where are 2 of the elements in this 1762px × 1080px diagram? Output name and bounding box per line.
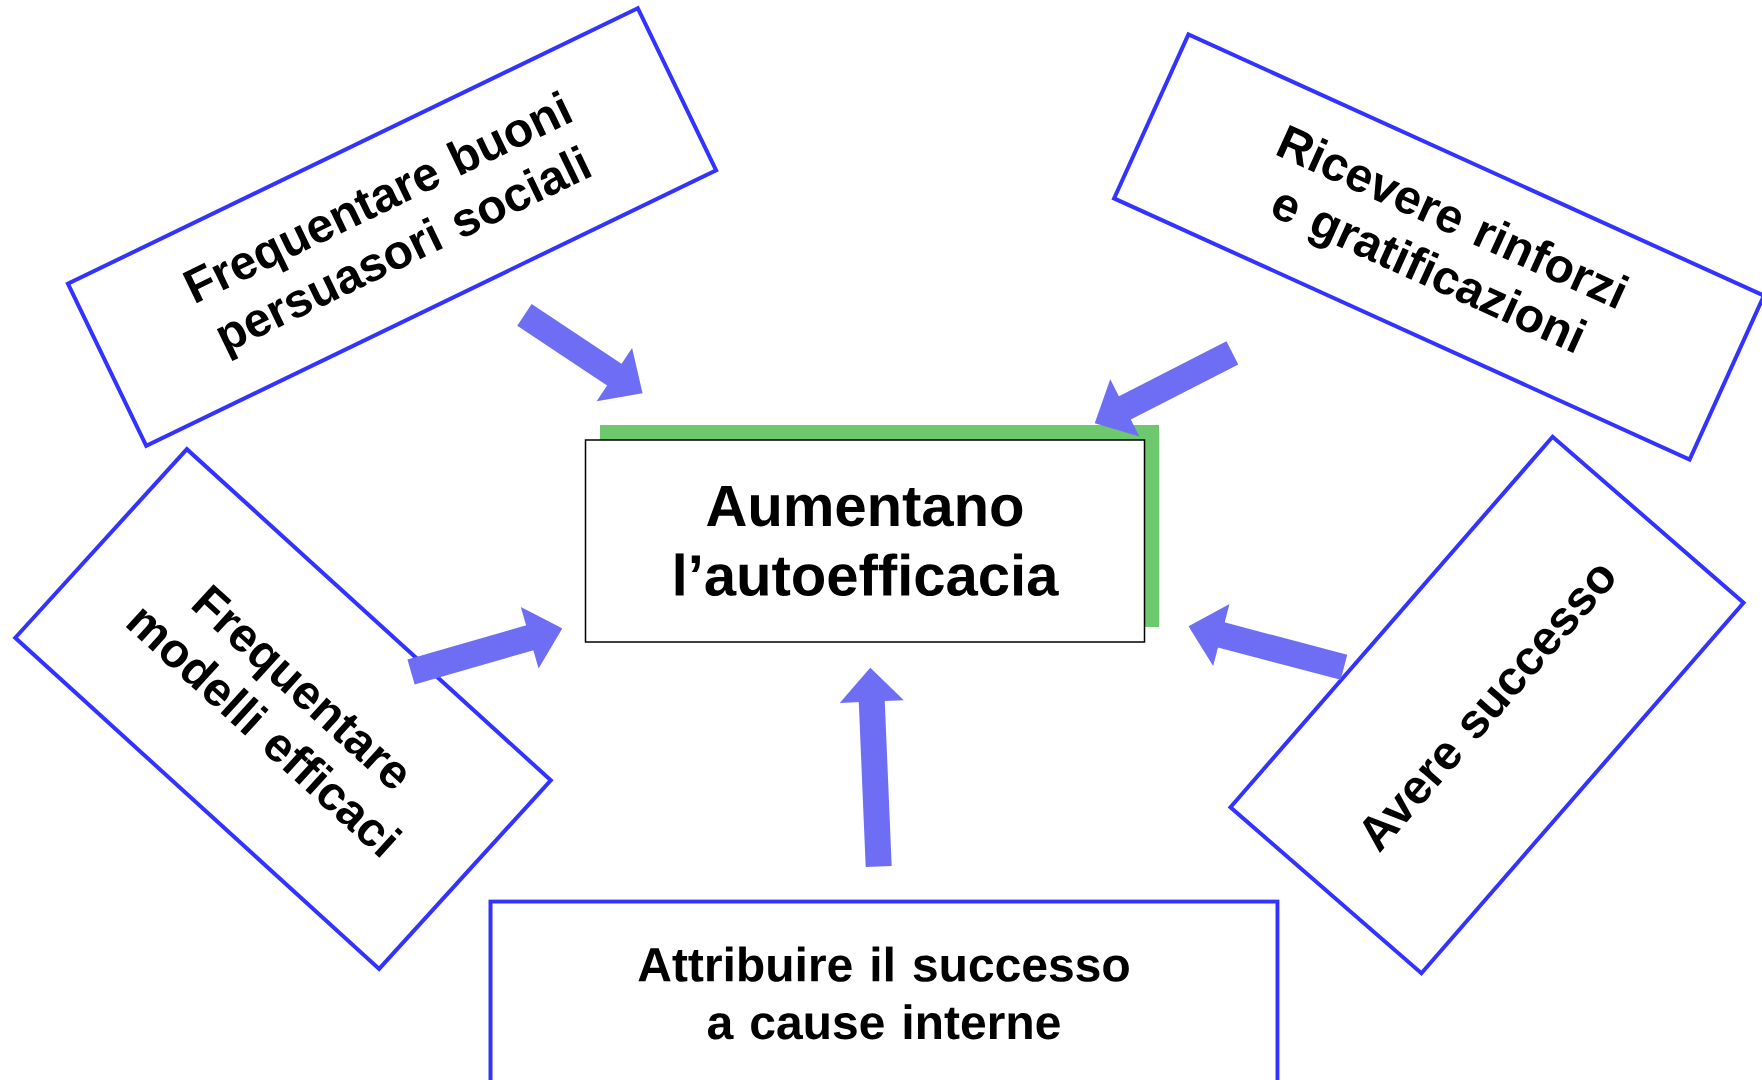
result-box: Aumentano l’autoefficacia: [584, 439, 1146, 643]
factor-box: Attribuire il successo a cause interne: [488, 899, 1280, 1080]
